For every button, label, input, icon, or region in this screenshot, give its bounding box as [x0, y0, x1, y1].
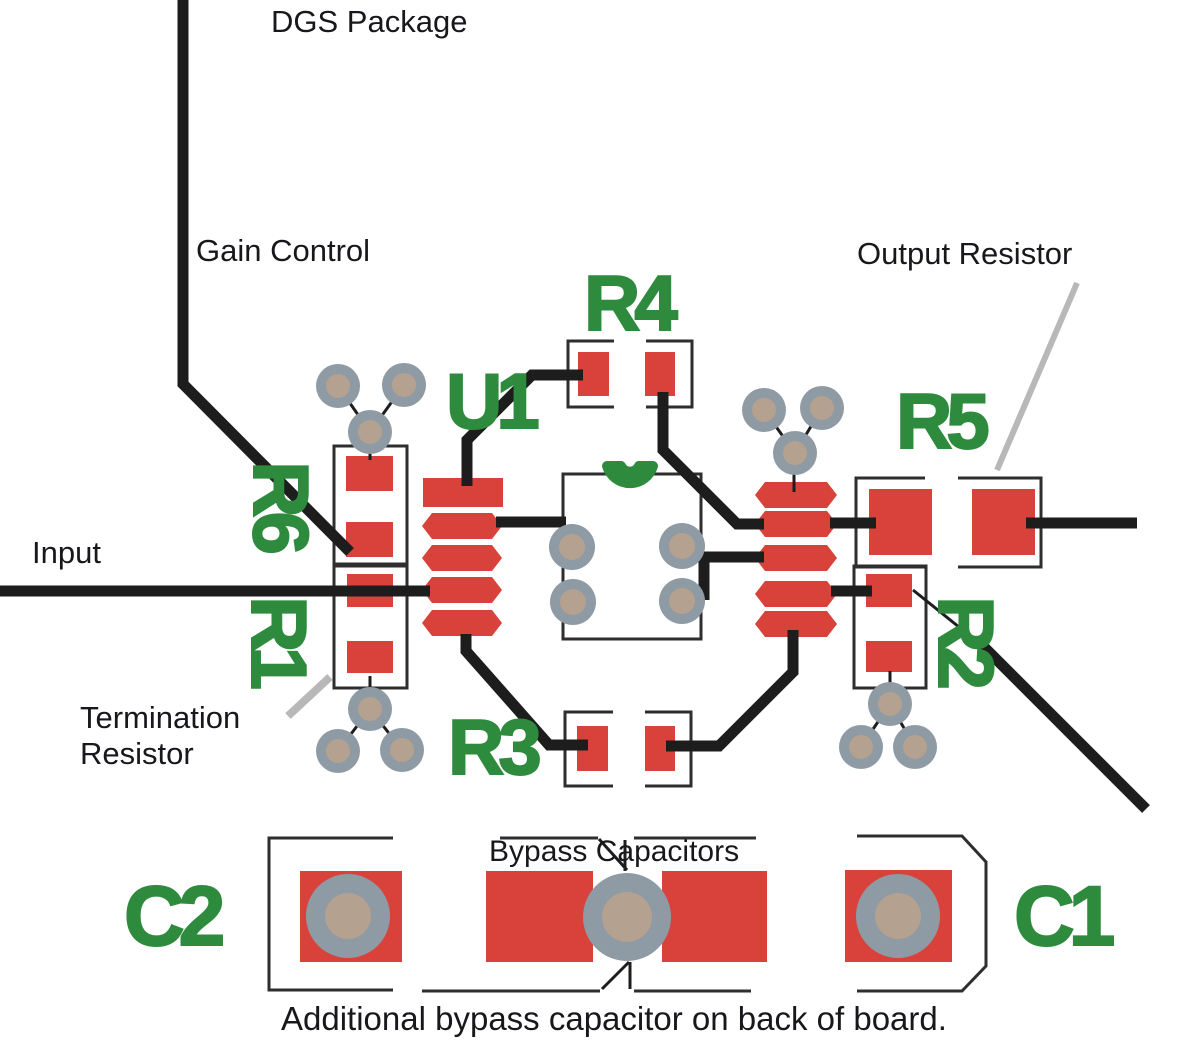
traces — [0, 0, 1150, 813]
output-resistor-label: Output Resistor — [857, 236, 1073, 271]
bypass-vias — [306, 873, 940, 961]
gain-control-trace — [177, 0, 354, 556]
bypass-pad-right — [662, 871, 767, 962]
u1-left-pad-5 — [422, 610, 502, 636]
via-cluster-top-right — [742, 386, 844, 475]
u1-right-pad-1 — [755, 482, 837, 508]
r1-pad-bottom — [347, 641, 393, 673]
termination-line1: Termination — [80, 700, 241, 735]
refdes-r3: R3 — [447, 703, 543, 791]
input-label: Input — [32, 535, 101, 570]
u1-right-pad-2 — [755, 511, 837, 537]
termination-resistor-label: Termination Resistor — [80, 700, 240, 771]
vias — [306, 363, 940, 961]
u1-left-pad-4 — [422, 577, 502, 603]
r4-left-trace — [461, 369, 583, 486]
r2-thin-diagonal — [912, 588, 986, 650]
r4-right-trace — [657, 392, 764, 530]
refdes-r6: R6 — [236, 460, 326, 550]
u1-right-pad-4 — [755, 581, 837, 607]
termination-resistor-leader — [285, 674, 333, 719]
gain-control-label: Gain Control — [196, 233, 371, 268]
bottom-right-trace — [979, 642, 1150, 813]
via-cluster-top-left — [316, 363, 426, 454]
refdes-c2: C2 — [123, 869, 226, 963]
termination-line2: Resistor — [80, 735, 194, 771]
output-resistor-leader — [994, 281, 1080, 472]
u1-left-pad-3 — [422, 545, 502, 571]
r5-pad-right — [972, 489, 1035, 555]
refdes-u1: U1 — [445, 357, 541, 445]
r2-pad-bottom — [866, 641, 912, 672]
r4-pad-right — [645, 352, 675, 396]
u1-left-pad-2 — [422, 513, 502, 539]
refdes-r1: R1 — [234, 595, 324, 685]
r4-pad-left — [578, 352, 609, 396]
leader-lines — [285, 281, 1080, 719]
r3-right-trace — [666, 630, 799, 752]
dgs-package-label: DGS Package — [271, 4, 468, 39]
c2-outline — [267, 836, 393, 992]
refdes-c1: C1 — [1013, 869, 1116, 963]
via-cluster-bottom-left — [316, 687, 424, 773]
refdes-r4: R4 — [583, 259, 679, 347]
refdes-r5: R5 — [895, 377, 991, 465]
via-cluster-bottom-right — [839, 682, 937, 769]
bypass-via-leaders — [597, 837, 632, 991]
r4-outline-right — [646, 339, 694, 409]
u1-thermal-vias — [549, 523, 705, 625]
bypass-pad-left — [486, 871, 593, 962]
c1-outline — [857, 834, 988, 993]
u1-right-pad-3 — [755, 545, 837, 571]
r2-pad-top — [866, 574, 912, 607]
bypass-capacitors-label: Bypass Capacitors — [489, 835, 740, 868]
bottom-caption: Additional bypass capacitor on back of b… — [281, 1000, 947, 1037]
u1-right-pad-5 — [755, 611, 837, 637]
refdes-r2: R2 — [921, 595, 1011, 685]
r5-pad-left — [869, 489, 932, 555]
u1-pin1-notch-icon — [602, 461, 658, 489]
r6-pad-bottom — [346, 522, 393, 557]
r6-pad-top — [346, 456, 393, 491]
r3-left-trace — [460, 634, 588, 751]
